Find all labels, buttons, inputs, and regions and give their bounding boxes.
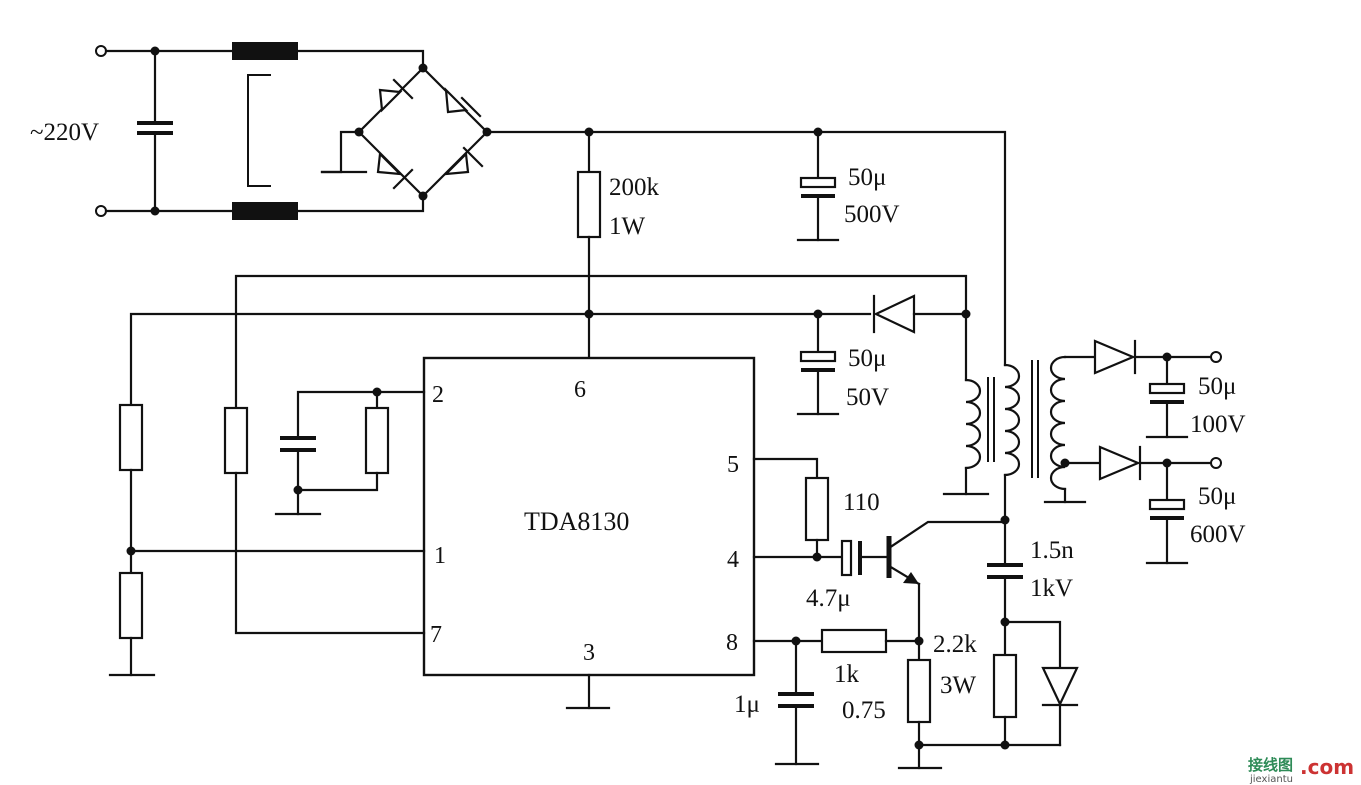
r-start-value: 200k	[609, 174, 660, 201]
r-snub-value: 2.2k	[933, 631, 977, 658]
snubber-diode	[1041, 666, 1079, 707]
r-1k-rating: 0.75	[842, 697, 886, 724]
output-terminal-2	[1210, 457, 1222, 469]
c-bulk-value: 50μ	[848, 164, 886, 191]
output-capacitor-2	[1148, 498, 1186, 511]
watermark-site: jiexiantu	[1249, 774, 1293, 785]
c-snub-rating: 1kV	[1030, 575, 1073, 602]
switching-transistor	[886, 520, 1007, 662]
mains-label: ~220V	[30, 119, 99, 146]
bridge-diode-3	[443, 146, 484, 176]
bridge-rectifier	[320, 63, 492, 201]
choke-winding-bottom	[232, 202, 298, 220]
coupling-capacitor	[840, 539, 853, 577]
transformer	[942, 355, 1087, 522]
sense-resistor-1k	[820, 628, 888, 654]
c-1u-value: 1μ	[734, 691, 760, 718]
watermark-cn: 接线图	[1248, 756, 1293, 774]
pin-7-label: 7	[430, 622, 442, 648]
pin-2-label: 2	[432, 382, 444, 408]
divider-upper-resistor	[118, 403, 144, 472]
watermark: 接线图 .com jiexiantu	[1248, 755, 1354, 785]
c-coupling-value: 4.7μ	[806, 585, 851, 612]
output-diode-1	[1093, 339, 1137, 375]
bridge-diode-2	[444, 87, 482, 118]
choke-core	[247, 74, 271, 187]
primary-winding	[1003, 363, 1021, 477]
pin-4-label: 4	[727, 547, 739, 573]
r-start-rating: 1W	[609, 213, 646, 240]
bridge-diode-4	[376, 151, 414, 190]
pin-6-label: 6	[574, 377, 586, 403]
aux-winding	[964, 378, 982, 470]
c-out2-rating: 600V	[1190, 521, 1246, 548]
c-supply-rating: 50V	[846, 384, 889, 411]
c-out2-value: 50μ	[1198, 483, 1236, 510]
emitter-resistor	[906, 658, 932, 724]
pin-5-label: 5	[727, 452, 739, 478]
r-snub-rating: 3W	[940, 672, 977, 699]
chip-name: TDA8130	[524, 507, 629, 536]
c-supply-value: 50μ	[848, 345, 886, 372]
pin7-resistor	[223, 406, 249, 475]
tda8130-chip	[422, 356, 756, 677]
secondary-winding	[1049, 355, 1067, 491]
output-diode-2	[1098, 445, 1142, 481]
pin2-resistor	[364, 406, 390, 475]
c-out1-value: 50μ	[1198, 373, 1236, 400]
supply-diode	[872, 294, 968, 334]
mains-terminal-top	[95, 45, 107, 57]
output-terminal-1	[1210, 351, 1222, 363]
bridge-ground	[320, 130, 361, 174]
start-resistor	[576, 170, 602, 239]
pin-8-label: 8	[726, 630, 738, 656]
mains-terminal-bottom	[95, 205, 107, 217]
snubber-resistor	[992, 653, 1018, 719]
output-capacitor-1	[1148, 382, 1186, 395]
supply-capacitor	[799, 350, 837, 363]
choke-winding-top	[232, 42, 298, 60]
bridge-diode-1	[378, 78, 414, 113]
c-snub-value: 1.5n	[1030, 537, 1074, 564]
pin-1-label: 1	[434, 543, 446, 569]
r-1k-value: 1k	[834, 661, 860, 688]
r-110-value: 110	[843, 489, 880, 516]
mains-input	[95, 42, 425, 220]
bulk-capacitor	[799, 176, 837, 189]
divider-lower-resistor	[118, 571, 144, 640]
pin-3-label: 3	[583, 640, 595, 666]
c-bulk-rating: 500V	[844, 201, 900, 228]
resistor-110	[804, 476, 830, 542]
watermark-dotcom: .com	[1300, 755, 1354, 779]
c-out1-rating: 100V	[1190, 411, 1246, 438]
